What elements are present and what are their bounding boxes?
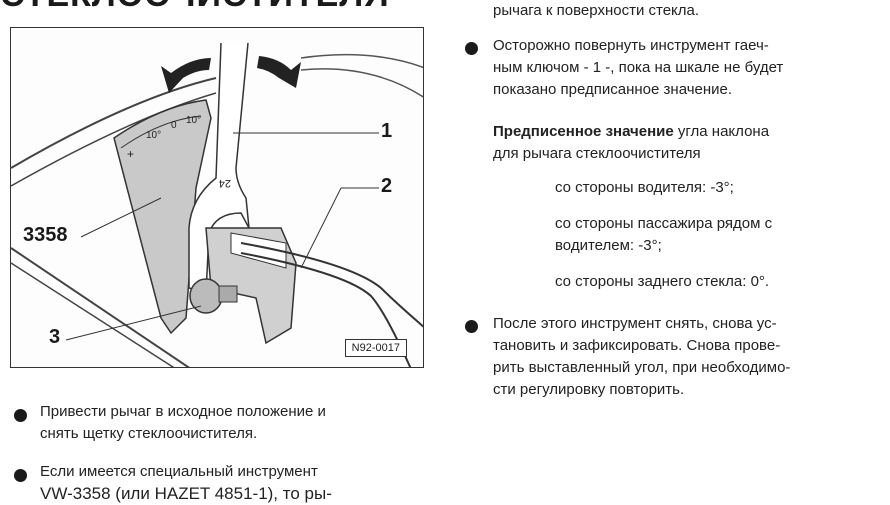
bullet1-line1: Осторожно повернуть инструмент гаеч- [493,37,769,54]
value-rear: со стороны заднего стекла: 0°. [555,273,770,290]
left-bullet2-line1: Если имеется специальный инструмент [40,463,318,480]
left-bullet1-line2: снять щетку стеклоочистителя. [40,425,258,442]
value-passenger-line2: водителем: -3°; [555,237,662,254]
bullet2-line2: тановить и зафиксировать. Снова прове- [493,337,781,354]
bullet2-line4: сти регулировку повторить. [493,381,685,398]
svg-text:0: 0 [171,120,177,131]
continuation-text: рычага к поверхности стекла. [493,2,700,19]
svg-text:24: 24 [219,177,231,189]
bullet-icon [465,320,478,333]
spec-bold: Предписенное значение [493,123,674,140]
rotate-left-arrow-icon [161,58,211,93]
value-passenger-line1: со стороны пассажира рядом с [555,215,773,232]
value-driver: со стороны водителя: -3°; [555,179,734,196]
bullet-icon [465,42,478,55]
label-lever: 2 [381,175,393,197]
svg-text:10°: 10° [186,115,201,126]
spec-line1: Предписенное значение угла наклона [493,121,769,143]
bullet-icon [14,409,27,422]
label-wrench: 1 [381,120,393,142]
spec-rest: угла наклона [673,123,770,140]
rotate-right-arrow-icon [257,56,301,88]
svg-text:+: + [127,147,134,161]
bullet1-line3: показано предписанное значение. [493,81,733,98]
label-knob: 3 [49,326,61,348]
label-tool: 3358 [23,224,68,246]
left-bullet1-line1: Привести рычаг в исходное положение и [40,403,326,420]
bullet2-line3: рить выставленный угол, при необходимо- [493,359,791,376]
bullet2-line1: После этого инструмент снять, снова ус- [493,315,777,332]
svg-text:10°: 10° [146,130,161,141]
bullet1-line2: ным ключом - 1 -, пока на шкале не будет [493,59,784,76]
section-title: СТЕКЛООЧИСТИТЕЛЯ [0,0,390,15]
figure-code: N92-0017 [344,339,407,357]
bullet-icon [14,469,27,482]
left-bullet2-line2: VW-3358 (или HAZET 4851-1), то ры- [40,484,332,503]
tool-illustration: 10° 0 10° + 24 1 2 3358 3 N92-0017 [10,27,424,368]
illustration-drawing: 10° 0 10° + 24 [11,42,423,367]
spec-line2: для рычага стеклоочистителя [493,145,701,162]
